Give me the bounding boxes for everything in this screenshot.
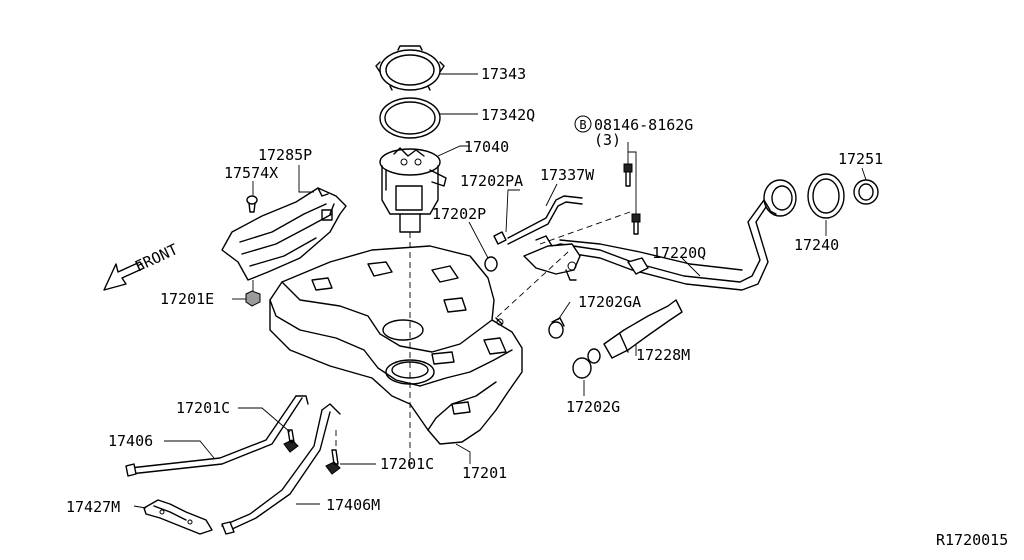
label-17202GA: 17202GA: [578, 293, 641, 311]
label-17343: 17343: [481, 65, 526, 83]
label-17201C-upper: 17201C: [176, 399, 230, 417]
part-labels: 17343 17342Q 17040 B 08146-8162G (3) 172…: [66, 65, 1008, 549]
label-17228M: 17228M: [636, 346, 690, 364]
hose-17228M: [603, 299, 683, 359]
label-17201: 17201: [462, 464, 507, 482]
label-17201E: 17201E: [160, 290, 214, 308]
label-17342Q: 17342Q: [481, 106, 535, 124]
front-label: FRONT: [132, 240, 181, 275]
bolt-17201C-lower: [325, 449, 341, 475]
label-17574X: 17574X: [224, 164, 278, 182]
label-17201C-lower: 17201C: [380, 455, 434, 473]
label-17427M: 17427M: [66, 498, 120, 516]
reference-code: R1720015: [936, 531, 1008, 549]
fuel-tank-17201: [269, 245, 523, 445]
heat-shield-17285P: [221, 187, 347, 281]
gasket-17342Q: [379, 97, 441, 139]
label-17406M: 17406M: [326, 496, 380, 514]
label-17406: 17406: [108, 432, 153, 450]
seal-17240: [807, 173, 845, 219]
clamp-17202G: [572, 348, 601, 379]
label-17337W: 17337W: [540, 166, 595, 184]
label-bolt-quantity: (3): [594, 131, 621, 149]
hose-17337W: [507, 195, 583, 245]
label-17251: 17251: [838, 150, 883, 168]
label-17202P: 17202P: [432, 205, 486, 223]
label-17220Q: 17220Q: [652, 244, 706, 262]
bolt-08146-8162G: [623, 142, 641, 235]
fuel-pump-17040: [379, 147, 447, 233]
label-17202PA: 17202PA: [460, 172, 523, 190]
nut-17201E: [245, 280, 261, 307]
clamp-17202GA: [548, 317, 565, 339]
label-17040: 17040: [464, 138, 509, 156]
bolt-circle-marker: B: [574, 115, 592, 133]
label-17202G: 17202G: [566, 398, 620, 416]
cap-17251: [853, 179, 879, 205]
strap-17406M: [221, 403, 341, 535]
bolt-17201C-upper: [283, 429, 299, 453]
clip-17202P: [484, 256, 498, 272]
label-08146-8162G: 08146-8162G: [594, 116, 693, 134]
strap-17406: [125, 395, 309, 477]
clip-17574X: [246, 195, 258, 213]
filler-tube-17220Q: [523, 179, 797, 291]
label-17240: 17240: [794, 236, 839, 254]
leader-lines: [133, 73, 867, 509]
bolt-marker-letter: B: [579, 118, 586, 132]
front-arrow: FRONT: [103, 240, 181, 291]
label-17285P: 17285P: [258, 146, 312, 164]
clip-17202PA: [493, 231, 507, 245]
lock-ring-17343: [375, 45, 445, 91]
bracket-17427M: [143, 499, 213, 535]
